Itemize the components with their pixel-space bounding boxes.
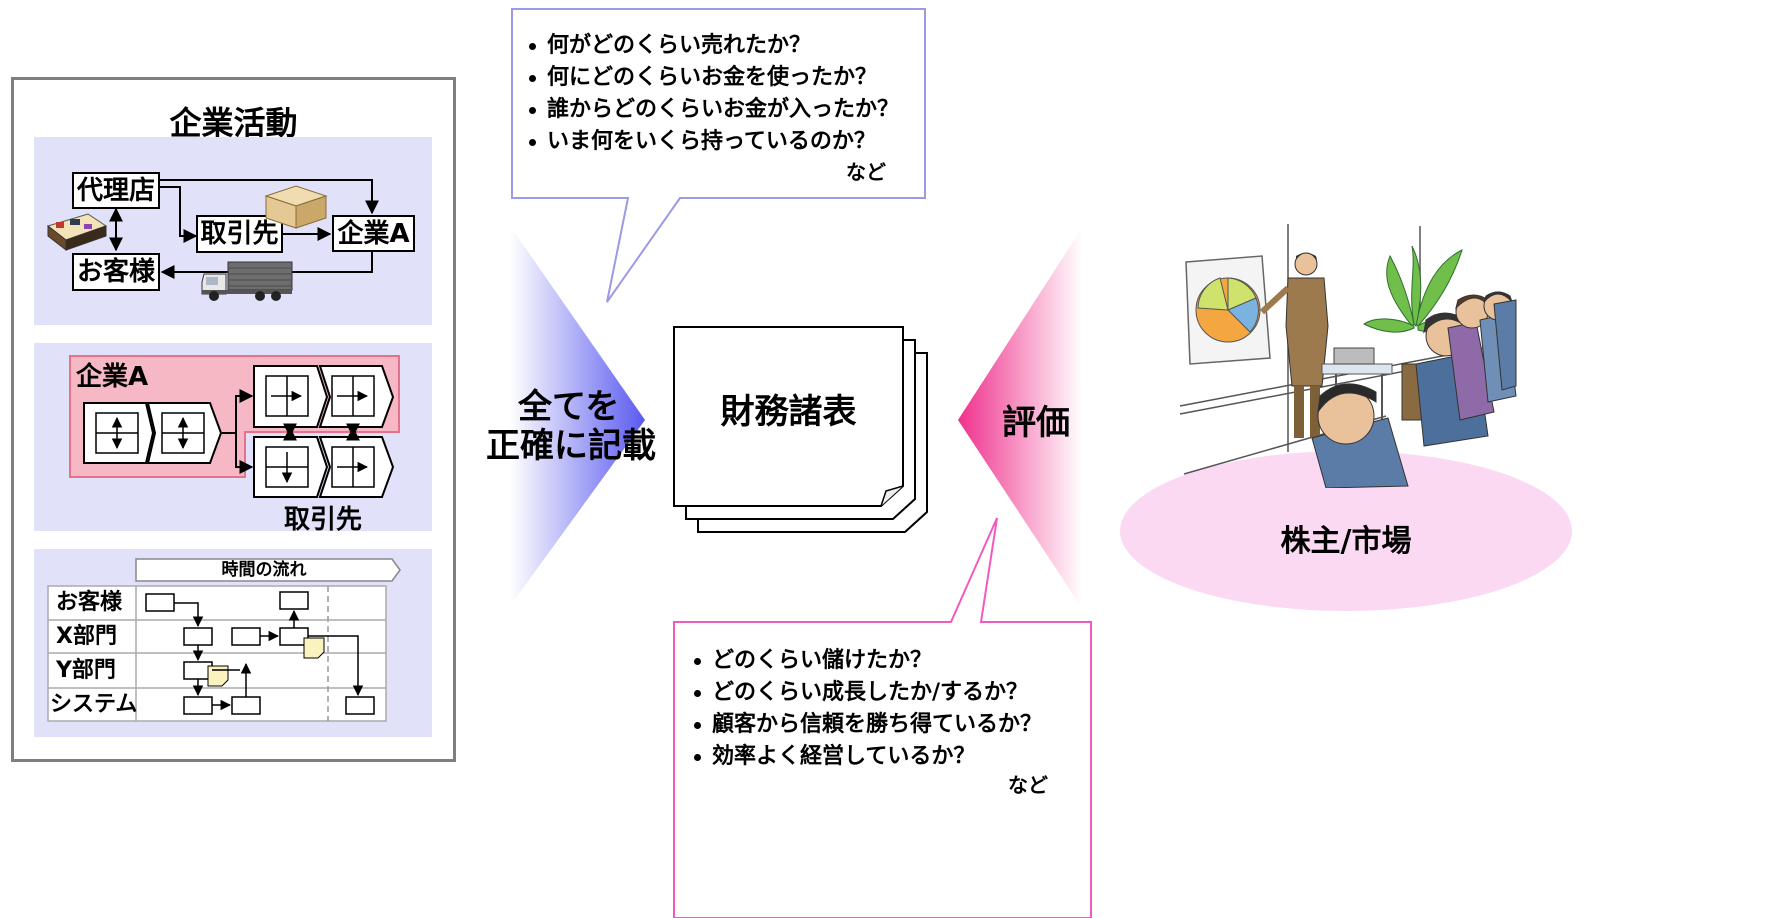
- bottom-bubble-item: 効率よく経営しているか？: [690, 741, 1042, 773]
- presentation-meeting-illustration: [1179, 224, 1517, 488]
- top-bubble-item: 何がどのくらい売れたか？: [525, 30, 899, 62]
- record-arrow: [510, 226, 645, 606]
- timeline-row-customer: お客様: [56, 590, 123, 615]
- evaluate-arrow-text: 評価: [1002, 403, 1070, 443]
- bottom-bubble-list: どのくらい儲けたか？ どのくらい成長したか/するか？ 顧客から信頼を勝ち得ている…: [690, 645, 1042, 773]
- market-label: 株主/市場: [1280, 524, 1412, 559]
- product-package-image: [46, 213, 108, 252]
- record-arrow-text-line1: 全てを: [518, 387, 620, 427]
- company-activity-panel: 企業活動: [11, 77, 456, 762]
- top-bubble-list: 何がどのくらい売れたか？ 何にどのくらいお金を使ったか？ 誰からどのくらいお金が…: [525, 30, 899, 158]
- delivery-truck-image: [201, 261, 293, 301]
- top-bubble-suffix: など: [846, 160, 886, 184]
- agency-box: 代理店: [72, 172, 160, 209]
- evaluate-arrow: [958, 228, 1082, 608]
- process-supplier-label: 取引先: [284, 505, 363, 535]
- supplier-box: 取引先: [196, 215, 283, 253]
- timeline-row-dept-y: Y部門: [56, 658, 116, 683]
- top-bubble-item: 誰からどのくらいお金が入ったか？: [525, 94, 899, 126]
- bottom-bubble-item: どのくらい儲けたか？: [690, 645, 1042, 677]
- timeline-row-system: システム: [50, 692, 138, 717]
- process-company-label: 企業A: [76, 362, 149, 392]
- bottom-bubble-item: 顧客から信頼を勝ち得ているか？: [690, 709, 1042, 741]
- customer-box: お客様: [72, 253, 160, 291]
- cardboard-box-image: [264, 185, 328, 229]
- bottom-bubble-item: どのくらい成長したか/するか？: [690, 677, 1042, 709]
- top-bubble-item: 何にどのくらいお金を使ったか？: [525, 62, 899, 94]
- timeline-row-dept-x: X部門: [56, 624, 117, 649]
- financial-statements-title: 財務諸表: [720, 392, 857, 432]
- panel-title: 企業活動: [169, 104, 298, 142]
- top-bubble-item: いま何をいくら持っているのか？: [525, 126, 899, 158]
- timeline-header: 時間の流れ: [221, 560, 307, 580]
- company-a-box: 企業A: [332, 215, 415, 252]
- bottom-bubble-suffix: など: [1008, 773, 1048, 797]
- record-arrow-text-line2: 正確に記載: [486, 426, 656, 466]
